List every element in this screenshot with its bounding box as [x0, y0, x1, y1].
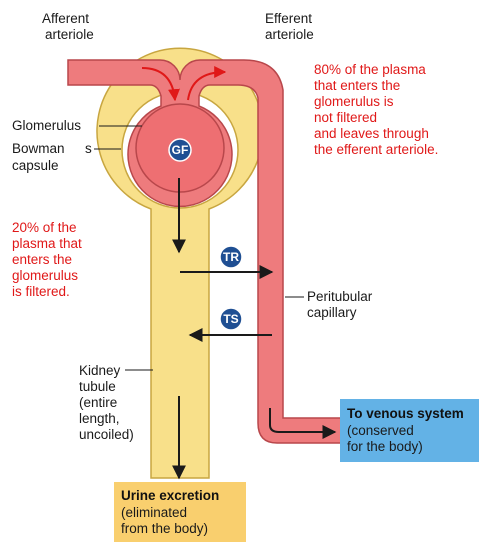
afferent-label: Afferent arteriole [42, 11, 94, 42]
filtered-note: 20% of the plasma that enters the glomer… [12, 220, 86, 299]
ts-badge-label: TS [223, 312, 238, 326]
bowman-label: Bowman s capsule [12, 141, 96, 173]
efferent-label: Efferent arteriole [265, 11, 316, 42]
tr-badge-label: TR [223, 250, 239, 264]
venous-box-body: (conserved for the body) [347, 423, 423, 454]
tubule-label: Kidney tubule (entire length, uncoiled) [79, 363, 134, 442]
venous-box-title: To venous system [347, 406, 464, 421]
unfiltered-note: 80% of the plasma that enters the glomer… [314, 62, 438, 157]
peritubular-label: Peritubular capillary [307, 289, 376, 320]
urine-box-title: Urine excretion [121, 488, 219, 503]
glomerulus-label: Glomerulus [12, 118, 81, 133]
gf-badge-label: GF [172, 143, 189, 157]
